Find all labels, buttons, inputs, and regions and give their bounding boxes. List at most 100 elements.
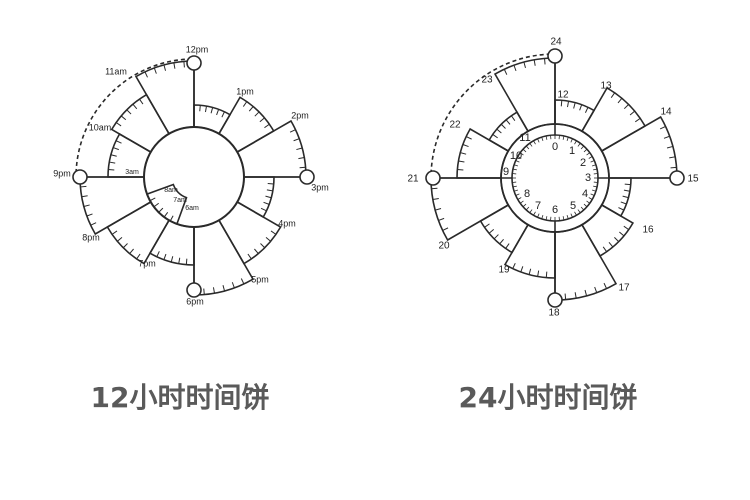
minute-tick (484, 223, 490, 228)
inner-tick (545, 135, 548, 140)
inner-tick (566, 136, 569, 142)
minute-tick (216, 109, 220, 116)
hour-label: 8pm (82, 232, 100, 242)
minute-tick (620, 201, 627, 205)
inner-tick (519, 152, 524, 156)
inner-tick (577, 209, 581, 214)
hour-label: 8 (524, 188, 530, 200)
minute-tick (523, 61, 526, 69)
minute-tick (117, 237, 123, 242)
hour-label: 20 (438, 241, 450, 252)
minute-tick (567, 101, 570, 108)
hour-label: 1pm (236, 86, 254, 96)
minute-tick (442, 227, 449, 231)
minute-tick (113, 147, 119, 151)
minute-tick (185, 258, 188, 265)
inner-tick (583, 203, 588, 208)
inner-tick (545, 216, 548, 221)
minute-tick (492, 133, 498, 139)
minute-tick (458, 160, 465, 163)
hour-label: 6pm (186, 296, 204, 306)
inner-tick (515, 193, 520, 196)
minute-tick (240, 278, 245, 285)
minute-tick (435, 208, 442, 211)
minute-tick (260, 207, 267, 212)
minute-tick (80, 185, 87, 188)
minute-tick (528, 268, 532, 275)
pin-24 (547, 48, 563, 64)
minute-tick (90, 222, 97, 226)
hour-label: 6 (552, 204, 558, 216)
hour-wedge (217, 200, 282, 265)
inner-tick (574, 211, 577, 216)
pin-15 (669, 170, 685, 186)
pin-6pm (186, 282, 202, 298)
minute-tick (86, 213, 93, 217)
minute-tick (573, 102, 576, 109)
inner-tick (512, 168, 517, 171)
minute-tick (199, 105, 201, 112)
night-wedge (145, 183, 188, 226)
minute-tick (610, 92, 616, 99)
minute-tick (602, 246, 608, 253)
minute-tick (115, 140, 122, 144)
minute-tick (510, 115, 516, 121)
hour-label: 19 (498, 265, 510, 276)
minute-tick (204, 106, 207, 113)
minute-tick (623, 189, 630, 192)
hour-wedge (456, 127, 510, 179)
minute-tick (544, 58, 546, 65)
hour-label: 2 (580, 157, 586, 169)
minute-tick (619, 231, 625, 237)
minute-tick (149, 197, 156, 202)
minute-tick (505, 243, 510, 249)
inner-tick (580, 206, 585, 211)
minute-tick (265, 195, 272, 199)
minute-tick (83, 204, 90, 207)
minute-tick (163, 253, 167, 260)
minute-tick (183, 61, 185, 68)
hour-label: 12pm (186, 44, 209, 54)
minute-tick (659, 125, 666, 130)
inner-tick (588, 156, 593, 159)
hour-label: 16 (642, 225, 654, 236)
minute-tick (500, 123, 506, 129)
minute-tick (574, 292, 577, 299)
minute-tick (132, 103, 138, 110)
inner-tick (580, 145, 585, 150)
inner-tick (519, 200, 524, 204)
hour-label: 2pm (291, 110, 309, 120)
minute-tick (431, 187, 438, 190)
minute-tick (108, 169, 115, 171)
hour-wedge (430, 177, 510, 242)
minute-tick (247, 253, 252, 260)
hour-label: 10 (510, 150, 522, 162)
minute-tick (115, 122, 122, 127)
minute-tick (120, 115, 127, 121)
hour-label: 13 (600, 81, 612, 92)
minute-tick (663, 135, 670, 139)
minute-tick (432, 197, 439, 201)
inner-tick (517, 156, 522, 159)
minute-tick (460, 152, 467, 155)
hour-label: 5 (570, 200, 576, 212)
inner-tick (513, 164, 519, 167)
minute-tick (163, 64, 167, 71)
hour-wedge (79, 176, 152, 236)
minute-tick (110, 154, 117, 157)
minute-tick (169, 215, 174, 222)
hour-label: 4pm (278, 218, 296, 228)
minute-tick (260, 243, 266, 249)
minute-tick (594, 286, 598, 293)
inner-tick (593, 185, 598, 188)
pin-9pm (72, 169, 88, 185)
minute-tick (259, 117, 265, 123)
minute-tick (139, 98, 144, 105)
minute-tick (560, 100, 563, 107)
twelve-hour-caption: 12小时时间饼 (90, 381, 270, 414)
hour-label: 23 (481, 75, 493, 86)
hour-label: 21 (407, 174, 419, 185)
minute-tick (503, 69, 508, 75)
